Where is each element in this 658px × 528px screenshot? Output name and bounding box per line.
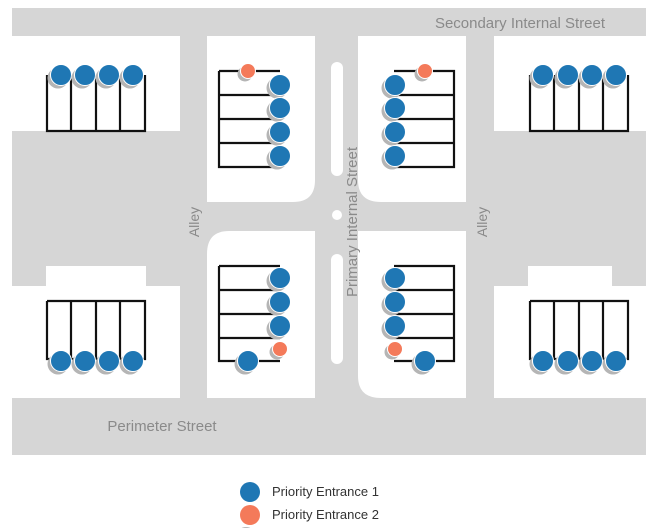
priority-entrance-2-marker <box>417 63 433 79</box>
parcel-group-bottom-center-right <box>394 264 456 363</box>
priority-entrance-1-marker <box>269 291 291 313</box>
priority-entrance-1-marker <box>384 267 406 289</box>
block-bottom-right <box>494 266 646 398</box>
priority-entrance-1-marker <box>384 97 406 119</box>
priority-entrance-1-marker <box>384 315 406 337</box>
median-roundabout <box>332 210 342 220</box>
parcel-outlines <box>45 69 630 363</box>
priority-entrance-1-marker <box>269 315 291 337</box>
priority-entrance-1-marker <box>74 64 96 86</box>
priority-entrance-1-marker <box>581 350 603 372</box>
block-top-left-street <box>12 131 146 166</box>
label-alley-right: Alley <box>474 207 490 237</box>
priority-entrance-1-marker <box>581 64 603 86</box>
priority-entrance-1-marker <box>605 64 627 86</box>
label-alley-left: Alley <box>186 207 202 237</box>
priority-entrance-1-marker <box>557 64 579 86</box>
priority-entrance-1-marker <box>532 350 554 372</box>
priority-entrance-1-marker <box>384 74 406 96</box>
median-bottom <box>331 254 343 364</box>
priority-entrance-1-marker <box>98 64 120 86</box>
priority-entrance-1-marker <box>122 64 144 86</box>
priority-entrance-1-marker <box>532 64 554 86</box>
priority-entrance-1-marker <box>74 350 96 372</box>
blue-dot-icon <box>236 481 260 505</box>
block-top-right-street <box>494 131 646 166</box>
block-bottom-right-cut2 <box>612 266 646 286</box>
parcel-group-bottom-left <box>45 299 147 361</box>
median-islands <box>331 62 343 364</box>
priority-entrance-1-marker <box>50 350 72 372</box>
priority-entrance-1-marker <box>557 350 579 372</box>
priority-entrance-1-marker <box>384 121 406 143</box>
priority-entrance-1-marker <box>269 74 291 96</box>
priority-entrance-1-marker <box>414 350 436 372</box>
priority-entrance-1-marker <box>384 291 406 313</box>
legend-item-priority-1: Priority Entrance 1 <box>236 480 379 505</box>
priority-entrance-1-marker <box>269 121 291 143</box>
label-primary-street: Primary Internal Street <box>344 146 361 297</box>
legend-item-priority-2: Priority Entrance 2 <box>236 503 379 528</box>
priority-entrance-1-marker <box>605 350 627 372</box>
priority-entrance-1-marker <box>384 145 406 167</box>
label-secondary-street: Secondary Internal Street <box>435 15 606 32</box>
priority-entrance-1-marker <box>269 145 291 167</box>
label-perimeter-street: Perimeter Street <box>107 418 217 435</box>
block-top-left-cut <box>146 131 180 166</box>
orange-dot-icon <box>236 504 260 528</box>
block-bottom-left-cut2 <box>146 266 180 286</box>
parcel-group-top-right <box>528 75 630 133</box>
parcel-group-bottom-right <box>528 299 630 361</box>
parcel-group-top-left <box>45 75 147 133</box>
median-top <box>331 62 343 176</box>
legend-label: Priority Entrance 2 <box>272 507 379 522</box>
priority-entrance-1-marker <box>269 97 291 119</box>
priority-entrance-1-marker <box>98 350 120 372</box>
priority-entrance-1-marker <box>237 350 259 372</box>
parcel-group-bottom-center-left <box>217 264 280 363</box>
entrance-markers <box>47 63 627 375</box>
legend-label: Priority Entrance 1 <box>272 484 379 499</box>
block-bottom-right-cut <box>494 266 528 286</box>
priority-entrance-1-marker <box>122 350 144 372</box>
legend: Priority Entrance 1 Priority Entrance 2 <box>236 480 379 528</box>
priority-entrance-2-marker <box>240 63 256 79</box>
priority-entrance-2-marker <box>387 341 403 357</box>
block-bottom-left-cut <box>12 266 46 286</box>
priority-entrance-1-marker <box>50 64 72 86</box>
parcel-group-top-center-right <box>394 69 456 169</box>
priority-entrance-2-marker <box>272 341 288 357</box>
priority-entrance-1-marker <box>269 267 291 289</box>
